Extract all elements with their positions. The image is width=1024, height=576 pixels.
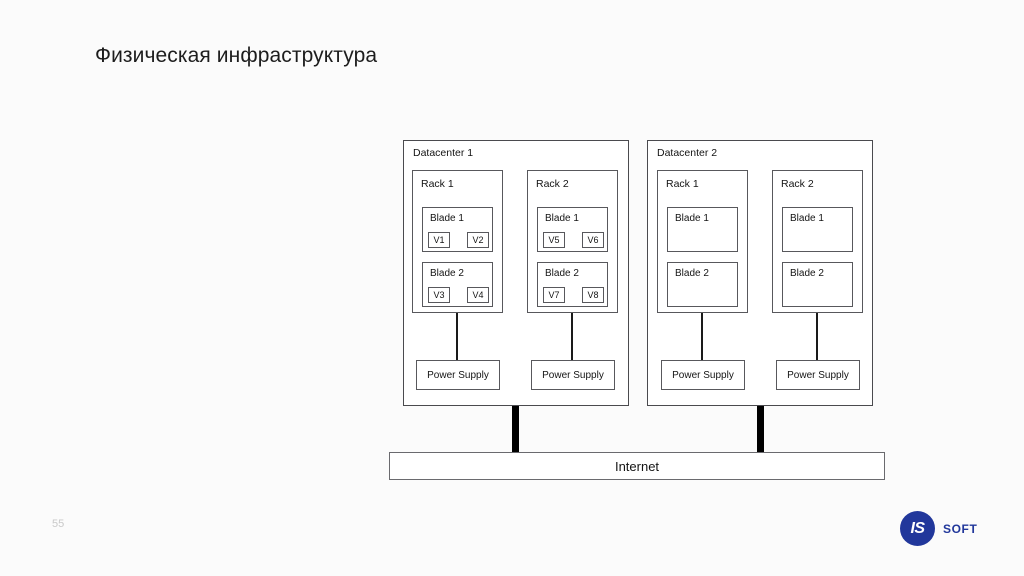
datacenter-2-rack-2-blade-1: Blade 1 bbox=[782, 207, 853, 252]
rack-to-power-connector bbox=[701, 313, 703, 360]
blade-label: Blade 1 bbox=[790, 213, 824, 224]
datacenter-1-rack-2-power-supply: Power Supply bbox=[531, 360, 615, 390]
internet-label: Internet bbox=[614, 458, 660, 474]
blade-label: Blade 2 bbox=[545, 268, 579, 279]
vm-box: V5 bbox=[543, 232, 565, 248]
datacenter-2-rack-1-blade-1: Blade 1 bbox=[667, 207, 738, 252]
vm-box: V1 bbox=[428, 232, 450, 248]
datacenter-2-rack-1-blade-2: Blade 2 bbox=[667, 262, 738, 307]
datacenter-1-internet-uplink bbox=[512, 406, 519, 453]
is-logo-icon: IS bbox=[900, 511, 935, 546]
rack-to-power-connector bbox=[456, 313, 458, 360]
rack-label: Rack 1 bbox=[666, 178, 699, 190]
brand-logo: IS SOFT bbox=[900, 511, 977, 546]
datacenter-2-rack-1-power-supply: Power Supply bbox=[661, 360, 745, 390]
datacenter-2-internet-uplink bbox=[757, 406, 764, 453]
vm-box: V4 bbox=[467, 287, 489, 303]
blade-label: Blade 2 bbox=[675, 268, 709, 279]
blade-label: Blade 1 bbox=[545, 213, 579, 224]
power-supply-label: Power Supply bbox=[672, 369, 734, 381]
datacenter-2-label: Datacenter 2 bbox=[657, 147, 718, 159]
power-supply-label: Power Supply bbox=[787, 369, 849, 381]
datacenter-1-label: Datacenter 1 bbox=[413, 147, 474, 159]
power-supply-label: Power Supply bbox=[542, 369, 604, 381]
vm-box: V8 bbox=[582, 287, 604, 303]
internet-bar: Internet bbox=[389, 452, 885, 480]
rack-to-power-connector bbox=[816, 313, 818, 360]
blade-label: Blade 2 bbox=[430, 268, 464, 279]
datacenter-1-rack-1-power-supply: Power Supply bbox=[416, 360, 500, 390]
brand-name: SOFT bbox=[943, 521, 978, 536]
blade-label: Blade 1 bbox=[430, 213, 464, 224]
datacenter-2-rack-2-power-supply: Power Supply bbox=[776, 360, 860, 390]
datacenter-1-rack-2-blade-1: Blade 1 V5 V6 bbox=[537, 207, 608, 252]
vm-box: V7 bbox=[543, 287, 565, 303]
page-number: 55 bbox=[52, 518, 65, 530]
datacenter-1-rack-2-blade-2: Blade 2 V7 V8 bbox=[537, 262, 608, 307]
datacenter-2-rack-2-blade-2: Blade 2 bbox=[782, 262, 853, 307]
datacenter-1-rack-1-blade-2: Blade 2 V3 V4 bbox=[422, 262, 493, 307]
rack-label: Rack 2 bbox=[781, 178, 814, 190]
power-supply-label: Power Supply bbox=[427, 369, 489, 381]
datacenter-1-rack-1-blade-1: Blade 1 V1 V2 bbox=[422, 207, 493, 252]
rack-to-power-connector bbox=[571, 313, 573, 360]
rack-label: Rack 1 bbox=[421, 178, 454, 190]
vm-box: V2 bbox=[467, 232, 489, 248]
vm-box: V3 bbox=[428, 287, 450, 303]
rack-label: Rack 2 bbox=[536, 178, 569, 190]
page-title: Физическая инфраструктура bbox=[95, 44, 378, 67]
vm-box: V6 bbox=[582, 232, 604, 248]
blade-label: Blade 1 bbox=[675, 213, 709, 224]
blade-label: Blade 2 bbox=[790, 268, 824, 279]
